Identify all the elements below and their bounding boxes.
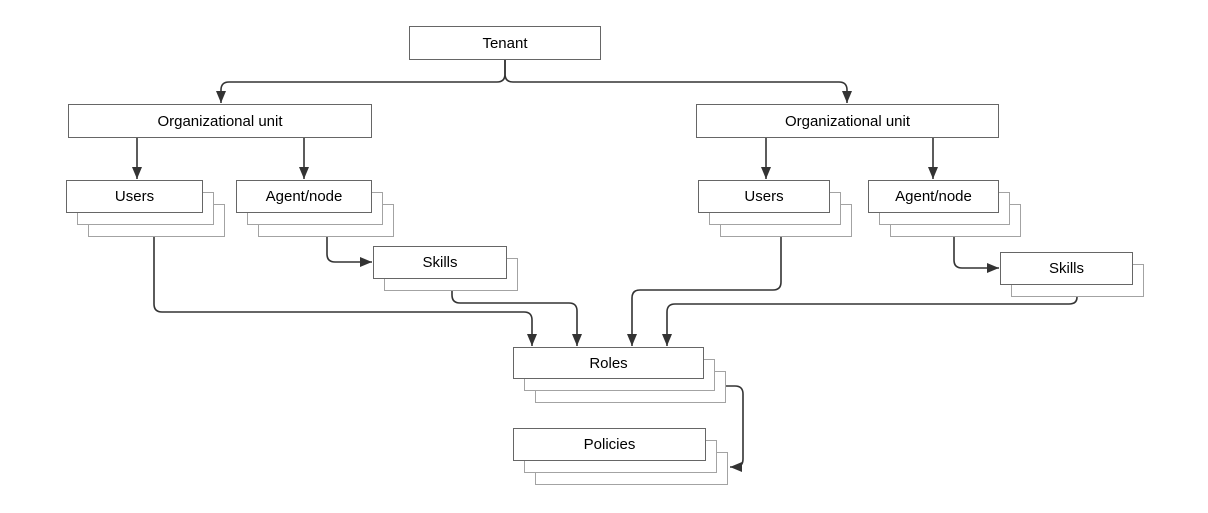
- node-org-unit-right-box: Organizational unit: [696, 104, 999, 138]
- edge-users-left-to-roles: [153, 237, 537, 346]
- node-skills-left-box: Skills: [373, 246, 507, 279]
- node-policies-box: Policies: [513, 428, 706, 461]
- node-org-unit-left-box: Organizational unit: [68, 104, 372, 138]
- node-tenant-box: Tenant: [409, 26, 601, 60]
- node-agent-node-right-label: Agent/node: [895, 188, 972, 205]
- node-agent-node-right: Agent/node: [868, 180, 1021, 237]
- node-users-right: Users: [698, 180, 852, 237]
- node-users-left: Users: [66, 180, 225, 237]
- edge-agent-node-right-to-skills-right: [953, 237, 999, 273]
- node-roles-box: Roles: [513, 347, 704, 379]
- node-users-left-label: Users: [114, 188, 155, 205]
- node-roles-label: Roles: [589, 354, 628, 372]
- node-roles: Roles: [513, 347, 726, 403]
- node-agent-node-left: Agent/node: [236, 180, 394, 237]
- node-policies-label: Policies: [583, 436, 636, 453]
- edge-tenant-to-org-unit-right: [504, 60, 852, 103]
- node-org-unit-right-label: Organizational unit: [784, 112, 911, 130]
- node-skills-right-box: Skills: [1000, 252, 1133, 285]
- node-skills-right: Skills: [1000, 252, 1144, 297]
- node-skills-left-label: Skills: [422, 254, 458, 271]
- node-org-unit-right: Organizational unit: [696, 104, 999, 138]
- edge-skills-right-to-roles: [662, 296, 1078, 346]
- node-org-unit-left-label: Organizational unit: [157, 112, 283, 130]
- node-agent-node-right-box: Agent/node: [868, 180, 999, 213]
- node-users-left-box: Users: [66, 180, 203, 213]
- node-skills-left: Skills: [373, 246, 518, 291]
- edge-agent-node-left-to-skills-left: [326, 237, 372, 267]
- node-users-right-box: Users: [698, 180, 830, 213]
- edge-skills-left-to-roles: [451, 291, 582, 346]
- node-tenant-label: Tenant: [482, 34, 528, 52]
- node-agent-node-left-box: Agent/node: [236, 180, 372, 213]
- edge-users-right-to-roles: [627, 237, 782, 346]
- node-tenant: Tenant: [409, 26, 601, 60]
- node-agent-node-left-label: Agent/node: [265, 188, 343, 205]
- node-users-right-label: Users: [744, 188, 784, 205]
- node-skills-right-label: Skills: [1048, 260, 1084, 277]
- edge-tenant-to-org-unit-left: [216, 60, 506, 103]
- node-policies: Policies: [513, 428, 728, 485]
- node-org-unit-left: Organizational unit: [68, 104, 372, 138]
- edge-roles-to-policies: [726, 385, 744, 472]
